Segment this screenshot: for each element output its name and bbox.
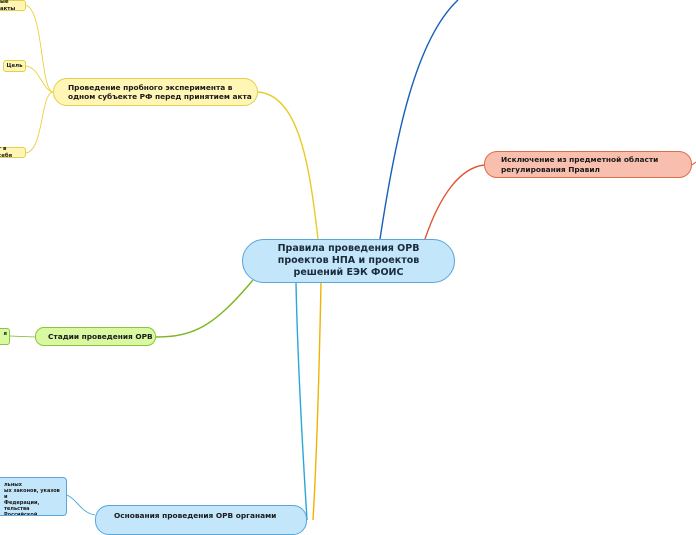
connector-grounds-leaf <box>66 494 96 516</box>
topic-orv-stages[interactable]: Стадии проведения ОРВ <box>35 327 156 346</box>
subtopic-stage[interactable]: я <box>0 328 10 345</box>
connector-stages-leaf <box>9 335 36 338</box>
topic-trial-experiment[interactable]: Проведение пробного эксперимента в одном… <box>53 78 258 106</box>
connector-experiment-leaf-2 <box>25 65 54 93</box>
connector-experiment <box>257 91 319 240</box>
connector-experiment-leaf-1 <box>25 4 54 93</box>
topic-regulation-exclusion[interactable]: Исключение из предметной области регулир… <box>484 151 692 178</box>
connector-stages <box>155 279 254 338</box>
connector-exclusion-tail <box>691 161 696 166</box>
central-topic[interactable]: Правила проведения ОРВ проектов НПА и пр… <box>242 239 455 283</box>
connector-top-right <box>379 0 459 240</box>
connector-bottom <box>312 282 322 520</box>
connector-grounds <box>295 282 308 520</box>
subtopic-acts[interactable]: ые акты <box>0 0 26 12</box>
subtopic-includes[interactable]: т в себя <box>0 146 26 159</box>
subtopic-federal-laws[interactable]: льных ых законов, указов и Федерации, те… <box>0 477 67 516</box>
topic-orv-grounds[interactable]: Основания проведения ОРВ органами <box>95 505 307 535</box>
connector-experiment-leaf-3 <box>25 91 54 154</box>
mindmap-connectors <box>9 0 696 520</box>
subtopic-goal[interactable]: Цель <box>3 60 26 72</box>
connector-exclusion <box>424 164 485 240</box>
